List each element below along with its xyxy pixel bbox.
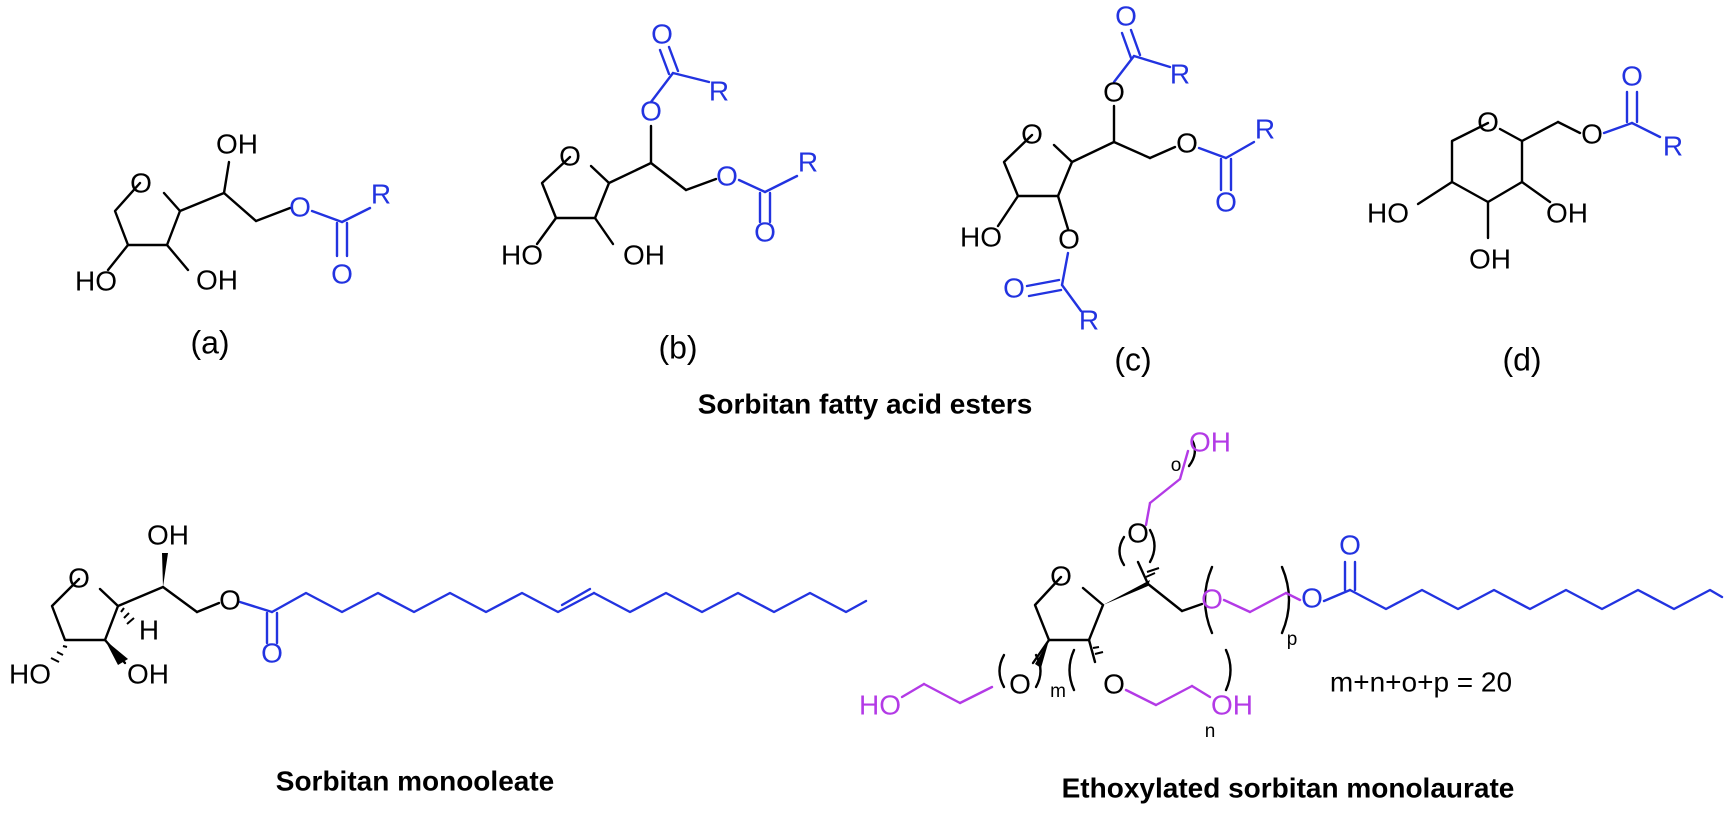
monolaurate-wedge-main xyxy=(1103,580,1150,605)
structure-b-r2: R xyxy=(798,146,818,177)
structure-b-ester2-o: O xyxy=(716,160,738,191)
structure-d-ho-left: HO xyxy=(1367,197,1409,228)
monolaurate-wedge-m xyxy=(1035,640,1049,668)
monooleate-wedge-oh xyxy=(162,553,168,587)
structure-c-r1: R xyxy=(1170,58,1190,89)
monolaurate-sub-n: n xyxy=(1205,721,1216,742)
monolaurate-o-ester: O xyxy=(1301,582,1323,613)
structure-c-acyl-bonds xyxy=(1025,28,1256,313)
structure-a-core-bonds xyxy=(106,160,292,272)
monooleate-hash-bonds xyxy=(50,607,135,663)
monolaurate-brackets xyxy=(998,438,1291,692)
structure-c-label: (c) xyxy=(1114,341,1151,377)
monooleate-oh-right: OH xyxy=(127,658,169,689)
monolaurate-oh-n: OH xyxy=(1211,689,1253,720)
structure-c-ester3-o: O xyxy=(1058,223,1080,254)
structure-d-label: (d) xyxy=(1502,341,1541,377)
monooleate-wedge-oh-right xyxy=(105,640,128,665)
monolaurate-o-top: O xyxy=(1127,517,1149,548)
structure-b-carbonyl2-o: O xyxy=(754,216,776,247)
monooleate-oh-top: OH xyxy=(147,519,189,550)
monolaurate-o-m: O xyxy=(1009,668,1031,699)
structure-a-oh-top: OH xyxy=(216,128,258,159)
monolaurate-core-bonds xyxy=(1031,560,1204,665)
structure-d-carbonyl-o: O xyxy=(1621,60,1643,91)
monooleate-chain-bonds xyxy=(238,587,868,645)
structure-b-r1: R xyxy=(709,75,729,106)
structure-b-ring-o: O xyxy=(559,140,581,171)
structure-c-core-bonds xyxy=(996,104,1177,231)
structure-b-label: (b) xyxy=(658,329,697,365)
monolaurate-carbonyl-o: O xyxy=(1339,529,1361,560)
structure-monooleate: O OH H HO OH O O Sorbitan monooleate xyxy=(9,519,868,796)
structure-a-acyl-bonds xyxy=(310,206,372,258)
structure-b-oh-right: OH xyxy=(623,239,665,270)
monolaurate-sub-m: m xyxy=(1050,681,1066,702)
monooleate-carbonyl-o: O xyxy=(261,637,283,668)
monolaurate-o-n: O xyxy=(1103,668,1125,699)
structure-monolaurate: OH o O O O p O O HO O m O OH n m+n+o+p =… xyxy=(859,426,1724,803)
structure-c-ho-left: HO xyxy=(960,221,1002,252)
structure-b-ho-left: HO xyxy=(501,239,543,270)
monolaurate-equation: m+n+o+p = 20 xyxy=(1330,666,1512,697)
structure-c: O O O R O O R HO O O R (c) xyxy=(960,0,1275,377)
structure-d-r: R xyxy=(1663,130,1683,161)
structure-c-carbonyl1-o: O xyxy=(1115,0,1137,31)
structure-b-acyl-bonds xyxy=(649,45,799,224)
monolaurate-acyl-bonds xyxy=(1322,560,1724,611)
structure-d-core-bonds xyxy=(1416,120,1582,240)
structure-a-ester-o: O xyxy=(289,191,311,222)
monolaurate-ring-o: O xyxy=(1050,560,1072,591)
structure-d-oh-right: OH xyxy=(1546,197,1588,228)
monolaurate-title: Ethoxylated sorbitan monolaurate xyxy=(1062,772,1515,803)
structure-b-carbonyl1-o: O xyxy=(651,18,673,49)
structure-b: O O O R O O R HO OH (b) xyxy=(501,18,818,365)
structure-a: O OH HO OH O O R (a) xyxy=(75,128,391,360)
monooleate-ring-o: O xyxy=(68,562,90,593)
monooleate-ester-o: O xyxy=(219,584,241,615)
structure-a-r: R xyxy=(371,178,391,209)
structure-b-ester1-o: O xyxy=(640,95,662,126)
monolaurate-oh-top: OH xyxy=(1189,426,1231,457)
monolaurate-o-p: O xyxy=(1201,583,1223,614)
structure-d: O O O R HO OH OH (d) xyxy=(1367,60,1683,377)
structure-d-acyl-bonds xyxy=(1602,90,1662,139)
structure-c-carbonyl2-o: O xyxy=(1215,186,1237,217)
structure-c-ester2-o: O xyxy=(1176,127,1198,158)
structure-a-label: (a) xyxy=(190,324,229,360)
monolaurate-sub-o: o xyxy=(1171,455,1182,476)
group-title: Sorbitan fatty acid esters xyxy=(698,388,1033,419)
monolaurate-hash-bonds xyxy=(1092,567,1160,655)
structure-c-carbonyl3-o: O xyxy=(1003,272,1025,303)
monolaurate-sub-p: p xyxy=(1287,629,1298,650)
structure-a-oh-right: OH xyxy=(196,264,238,295)
structure-a-ho-left: HO xyxy=(75,265,117,296)
structure-d-ester-o: O xyxy=(1581,118,1603,149)
structure-a-carbonyl-o: O xyxy=(331,258,353,289)
structure-d-oh-bottom: OH xyxy=(1469,243,1511,274)
monooleate-h: H xyxy=(139,614,159,645)
structure-c-ester1-o: O xyxy=(1103,76,1125,107)
monolaurate-ho-left: HO xyxy=(859,689,901,720)
structure-a-ring-o: O xyxy=(130,167,152,198)
monooleate-title: Sorbitan monooleate xyxy=(276,765,554,796)
monooleate-ho-left: HO xyxy=(9,658,51,689)
structure-c-r2: R xyxy=(1255,113,1275,144)
structure-b-core-bonds xyxy=(535,124,718,246)
structure-c-r3: R xyxy=(1079,304,1099,335)
structure-d-ring-o: O xyxy=(1477,106,1499,137)
monolaurate-ethoxy-bonds xyxy=(900,449,1302,707)
structure-c-ring-o: O xyxy=(1021,118,1043,149)
